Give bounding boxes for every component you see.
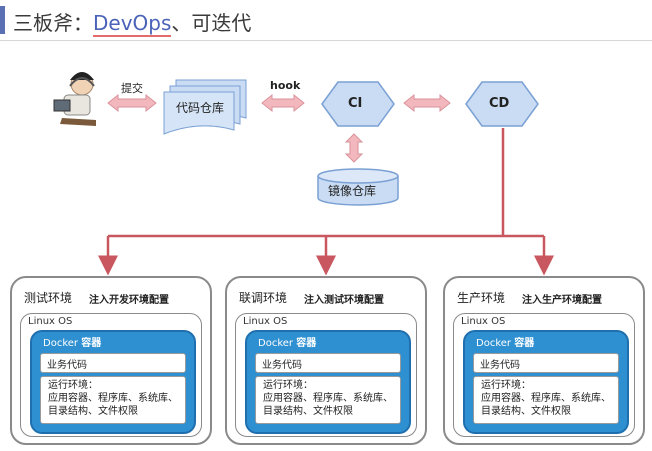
submit-arrow	[107, 93, 157, 113]
cd-node	[465, 81, 539, 127]
runtime-title-production: 运行环境：	[481, 380, 531, 391]
business-box-test	[40, 353, 186, 373]
title-suffix: 、可迭代	[171, 11, 252, 35]
image-repo-label: 镜像仓库	[328, 184, 377, 198]
docker-label-integration: Docker 容器	[258, 338, 317, 349]
runtime-box-production	[473, 376, 619, 424]
env-title-production: 生产环境	[457, 291, 506, 305]
ci-cd-arrow	[403, 93, 451, 113]
runtime-line1-test: 应用容器、程序库、系统库、	[48, 393, 178, 404]
page-title: 三板斧：DevOps、可迭代	[13, 7, 252, 37]
hook-arrow	[261, 93, 305, 113]
cd-label: CD	[489, 96, 510, 111]
inject-label-integration: 注入测试环境配置	[304, 295, 384, 306]
ci-image-arrow	[344, 133, 364, 163]
title-highlight: DevOps	[93, 11, 172, 37]
submit-label: 提交	[121, 82, 143, 95]
title-prefix: 三板斧：	[13, 11, 93, 35]
business-label-test: 业务代码	[47, 360, 87, 371]
runtime-line1-production: 应用容器、程序库、系统库、	[481, 393, 611, 404]
runtime-box-test	[40, 376, 186, 424]
runtime-line2-production: 目录结构、文件权限	[481, 406, 571, 417]
runtime-box-integration	[255, 376, 401, 424]
env-title-test: 测试环境	[24, 291, 73, 305]
runtime-line2-test: 目录结构、文件权限	[48, 406, 138, 417]
os-label-test: Linux OS	[28, 316, 73, 327]
business-label-integration: 业务代码	[262, 360, 302, 371]
os-label-production: Linux OS	[461, 316, 506, 327]
title-divider	[0, 40, 652, 41]
runtime-line2-integration: 目录结构、文件权限	[263, 406, 353, 417]
business-box-production	[473, 353, 619, 373]
repo-docs-shape	[163, 79, 247, 135]
deploy-lines	[98, 128, 554, 276]
business-label-production: 业务代码	[480, 360, 520, 371]
title-accent-bar	[0, 6, 5, 34]
docker-label-production: Docker 容器	[476, 338, 535, 349]
runtime-title-test: 运行环境：	[48, 380, 98, 391]
image-repo-node	[317, 168, 399, 206]
os-label-integration: Linux OS	[243, 316, 288, 327]
inject-label-production: 注入生产环境配置	[522, 295, 602, 306]
hook-label: hook	[270, 79, 301, 92]
env-title-integration: 联调环境	[239, 291, 288, 305]
developer-icon	[53, 72, 96, 126]
inject-label-test: 注入开发环境配置	[89, 295, 169, 306]
runtime-title-integration: 运行环境：	[263, 380, 313, 391]
runtime-line1-integration: 应用容器、程序库、系统库、	[263, 393, 393, 404]
docker-label-test: Docker 容器	[43, 338, 102, 349]
business-box-integration	[255, 353, 401, 373]
ci-node	[321, 81, 395, 127]
repo-label: 代码仓库	[176, 101, 225, 115]
ci-label: CI	[348, 96, 363, 111]
